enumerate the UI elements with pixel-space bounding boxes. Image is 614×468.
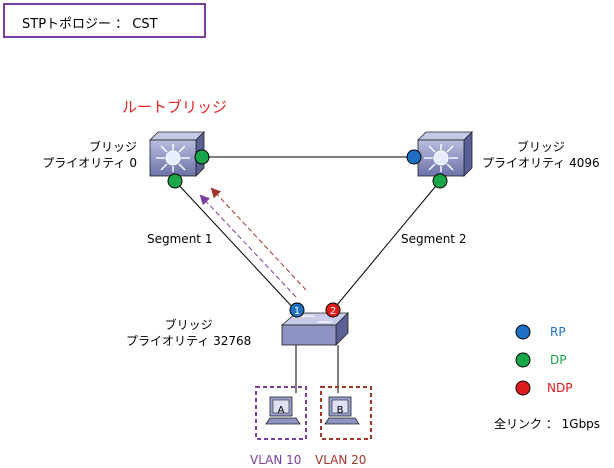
- bridge-right-label: ブリッジ プライオリティ 4096: [482, 139, 600, 171]
- bridge-bottom-label-line1: ブリッジ: [164, 318, 213, 332]
- rp-port-marker: [289, 302, 305, 318]
- dp-port-marker: [432, 173, 448, 189]
- bridge-4096-switch-icon: [417, 131, 473, 177]
- port-1-label: 1: [294, 306, 300, 317]
- legend-dp-marker: [515, 352, 531, 368]
- rp-port-marker: [406, 149, 422, 165]
- legend-ndp-label: NDP: [547, 381, 573, 395]
- legend-rp-label: RP: [550, 325, 566, 339]
- dp-port-marker: [194, 149, 210, 165]
- bridge-bottom-label-line2: プライオリティ 32768: [126, 334, 252, 348]
- dp-port-marker: [167, 173, 183, 189]
- legend-dp-label: DP: [550, 353, 567, 367]
- bridge-bottom-label: ブリッジ プライオリティ 32768: [126, 317, 251, 349]
- legend-link-speed: 全リンク ： 1Gbps: [494, 417, 601, 431]
- segment-2-label: Segment 2: [401, 232, 467, 246]
- port-2-label: 2: [330, 306, 336, 317]
- host-a-computer-icon: [255, 386, 307, 440]
- host-b-computer-icon: [320, 386, 372, 440]
- segment-1-label: Segment 1: [147, 232, 213, 246]
- bridge-left-label-line2: プライオリティ 0: [42, 156, 137, 170]
- bpdu-arrow-vlan20: [210, 187, 307, 291]
- bridge-left-label-line1: ブリッジ: [88, 140, 137, 154]
- segment-2-link: [331, 180, 441, 312]
- bridge-right-label-line2: プライオリティ 4096: [482, 156, 600, 170]
- ndp-port-marker: [325, 302, 341, 318]
- segment-1-link: [174, 180, 297, 312]
- legend-rp-marker: [515, 324, 531, 340]
- host-b-label: B: [337, 405, 344, 416]
- vlan-10-label: VLAN 10: [250, 453, 302, 467]
- root-bridge-label: ルートブリッジ: [122, 98, 228, 116]
- title-box: STPトポロジー ： CST: [3, 3, 206, 38]
- bridge-32768-switch-icon: [280, 312, 349, 346]
- bridge-right-label-line1: ブリッジ: [516, 140, 565, 154]
- legend-ndp-marker: [515, 380, 531, 396]
- vlan-20-label: VLAN 20: [315, 453, 367, 467]
- page-title: STPトポロジー ： CST: [22, 17, 158, 32]
- host-a-label: A: [278, 405, 285, 416]
- bridge-left-label: ブリッジ プライオリティ 0: [42, 139, 137, 171]
- bpdu-arrow-vlan10: [199, 194, 297, 298]
